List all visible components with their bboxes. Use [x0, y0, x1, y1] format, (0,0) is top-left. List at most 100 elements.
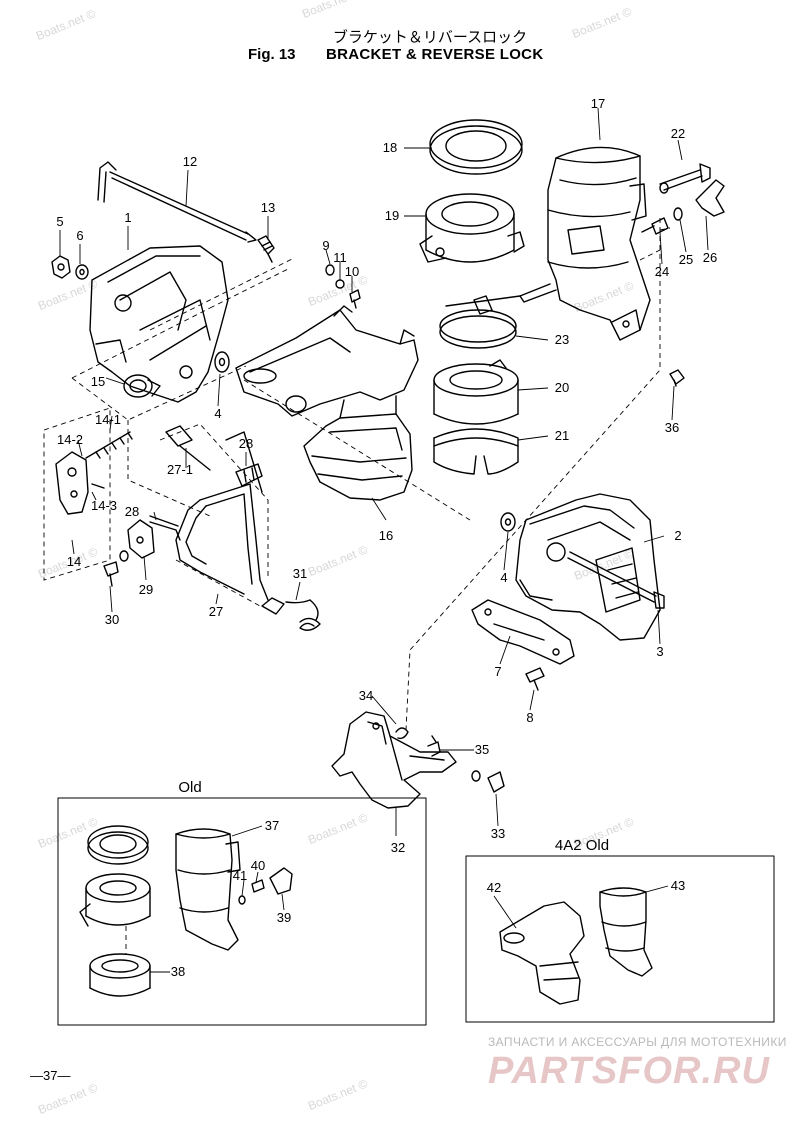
part-2-clamp-bracket-right[interactable] — [515, 493, 661, 641]
old-upper-bushing[interactable] — [79, 873, 151, 927]
part-4-thrust-washer-left[interactable] — [214, 351, 230, 373]
title-japanese: ブラケット＆リバースロック — [332, 28, 528, 46]
callout-25: 25 — [679, 252, 693, 267]
callout-17: 17 — [591, 96, 605, 111]
part-18-thrust-ring[interactable] — [429, 119, 523, 175]
callout-29: 29 — [139, 582, 153, 597]
part-17-steering-housing[interactable] — [547, 146, 651, 341]
callout-12: 12 — [183, 154, 197, 169]
part-19-upper-bushing-housing[interactable] — [419, 193, 525, 263]
part-28-pin-upper[interactable] — [235, 463, 263, 487]
callout-19: 19 — [385, 208, 399, 223]
part-36-pin[interactable] — [669, 369, 685, 387]
part-14-reverse-lock-lever[interactable] — [55, 451, 89, 515]
part-9-bolt[interactable] — [325, 264, 335, 276]
assembly-guide-lines — [43, 218, 671, 954]
callout-26: 26 — [703, 250, 717, 265]
part-13-grease-nipple[interactable] — [257, 235, 275, 263]
part-40-old-screw[interactable] — [251, 879, 265, 893]
part-23-band-clamp[interactable] — [439, 283, 557, 349]
callout-24: 24 — [655, 264, 669, 279]
part-26-knob[interactable] — [695, 179, 725, 217]
callout-6: 6 — [76, 228, 83, 243]
part-32-reverse-lock-hook[interactable] — [331, 711, 457, 809]
part-27-lock-rod[interactable] — [175, 431, 269, 601]
part-15-clamp-pad[interactable] — [123, 374, 161, 398]
part-14-3-pin[interactable] — [91, 483, 105, 489]
callout-27: 27 — [209, 604, 223, 619]
callout-43: 43 — [671, 878, 685, 893]
part-20-lower-bushing[interactable] — [433, 359, 519, 425]
part-27-1-collar[interactable] — [165, 425, 211, 471]
callout-18: 18 — [383, 140, 397, 155]
figure-title: BRACKET & REVERSE LOCK — [326, 46, 544, 63]
callout-11: 11 — [333, 250, 347, 265]
part-11-washer[interactable] — [335, 279, 345, 289]
part-1-clamp-bracket-left[interactable] — [89, 245, 229, 403]
callout-27-1: 27-1 — [167, 462, 193, 477]
callout-4: 4 — [500, 570, 507, 585]
part-34-clip[interactable] — [395, 727, 409, 740]
part-12-tilt-rod[interactable] — [97, 161, 257, 243]
callout-14-3: 14-3 — [91, 498, 117, 513]
callout-20: 20 — [555, 380, 569, 395]
callout-5: 5 — [56, 214, 63, 229]
callout-28: 28 — [239, 436, 253, 451]
callout-35: 35 — [475, 742, 489, 757]
callout-30: 30 — [105, 612, 119, 627]
callout-31: 31 — [293, 566, 307, 581]
callout-39: 39 — [277, 910, 291, 925]
callout-38: 38 — [171, 964, 185, 979]
part-33-bolt[interactable] — [471, 770, 505, 793]
shop-tagline: ЗАПЧАСТИ И АКСЕССУАРЫ ДЛЯ МОТОТЕХНИКИ — [488, 1035, 787, 1049]
callout-14: 14 — [67, 554, 81, 569]
figure-number: Fig. 13 — [248, 46, 296, 63]
inset-4a2-old-title: 4A2 Old — [555, 837, 609, 854]
callout-14-2: 14-2 — [57, 432, 83, 447]
inset-4a2-old-frame — [465, 855, 775, 1023]
old-thrust-ring[interactable] — [87, 825, 149, 865]
part-25-washer[interactable] — [673, 207, 683, 221]
part-14-1-spring[interactable] — [85, 431, 133, 459]
part-5-nut[interactable] — [51, 255, 71, 279]
part-30-bolt[interactable] — [103, 561, 119, 587]
part-37-old-steering-housing[interactable] — [175, 828, 241, 951]
part-4-thrust-washer-right[interactable] — [500, 512, 516, 532]
callout-4: 4 — [214, 406, 221, 421]
inset-old-frame — [57, 797, 427, 1026]
callout-21: 21 — [555, 428, 569, 443]
part-22-bolt[interactable] — [659, 163, 711, 194]
part-28-pin-lower[interactable] — [149, 515, 181, 541]
callout-9: 9 — [322, 238, 329, 253]
part-8-screw[interactable] — [525, 667, 545, 691]
callout-23: 23 — [555, 332, 569, 347]
callout-14-1: 14-1 — [95, 412, 121, 427]
shop-logo[interactable]: PARTSFOR.RU — [488, 1050, 770, 1092]
part-43-4a2-steering-housing[interactable] — [599, 887, 653, 977]
callout-41: 41 — [233, 868, 247, 883]
part-29-lever[interactable] — [119, 519, 155, 562]
callout-37: 37 — [265, 818, 279, 833]
callout-40: 40 — [251, 858, 265, 873]
callout-3: 3 — [656, 644, 663, 659]
part-35-spring-clip[interactable] — [427, 735, 441, 757]
part-16-swivel-bracket[interactable] — [235, 305, 419, 501]
inset-old-title: Old — [178, 779, 201, 796]
part-38-old-lower-bushing[interactable] — [89, 953, 151, 997]
part-7-stopper-plate[interactable] — [471, 599, 575, 665]
part-42-4a2-swivel-bracket[interactable] — [499, 901, 585, 1005]
part-39-old-knob[interactable] — [269, 867, 293, 895]
part-6-washer[interactable] — [75, 264, 89, 280]
callout-13: 13 — [261, 200, 275, 215]
part-3-through-bolt[interactable] — [567, 551, 665, 609]
part-10-screw[interactable] — [349, 289, 361, 309]
callout-16: 16 — [379, 528, 393, 543]
callout-22: 22 — [671, 126, 685, 141]
part-31-spring[interactable] — [261, 597, 321, 631]
callout-36: 36 — [665, 420, 679, 435]
part-24-screw[interactable] — [641, 217, 669, 235]
part-21-split-ring[interactable] — [433, 428, 519, 475]
part-41-old-washer[interactable] — [238, 895, 246, 905]
callout-2: 2 — [674, 528, 681, 543]
